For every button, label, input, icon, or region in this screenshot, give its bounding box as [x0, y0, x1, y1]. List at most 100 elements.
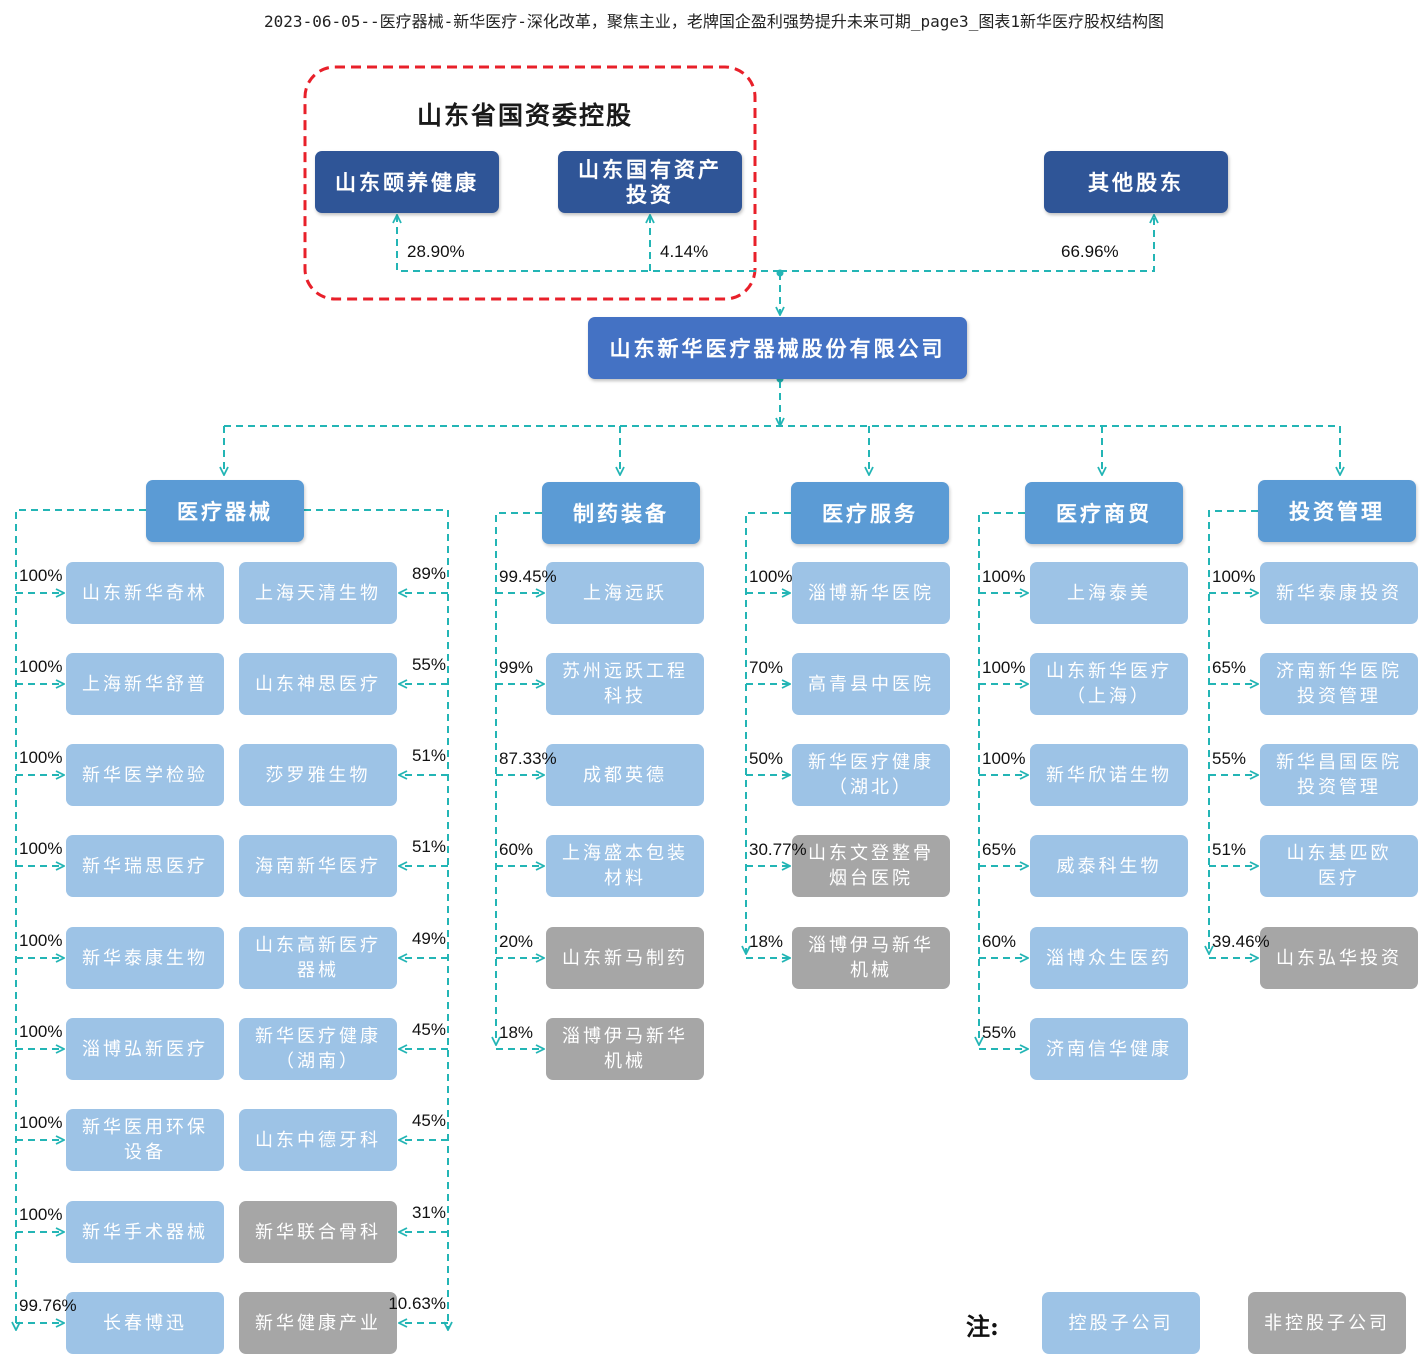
subsidiary-pct: 51%: [411, 837, 446, 856]
subsidiary-pct: 100%: [19, 1022, 63, 1041]
other-shareholder-pct: 66.96%: [1061, 242, 1119, 261]
shareholder-pct-0: 28.90%: [407, 242, 465, 261]
subsidiary-pct: 65%: [982, 840, 1017, 859]
subsidiary-pct: 51%: [411, 746, 446, 765]
subsidiary-pct: 99.45%: [499, 567, 557, 586]
shareholder-connector-0: [397, 215, 780, 272]
subsidiary-pct: 45%: [411, 1111, 446, 1130]
subsidiary-box: 成都英德: [546, 744, 704, 806]
subsidiary-box: 新华医用环保 设备: [66, 1109, 224, 1171]
subsidiary-pct: 100%: [749, 567, 793, 586]
subsidiary-box: 济南信华健康: [1030, 1018, 1188, 1080]
segment-box-2: 医疗服务: [791, 482, 949, 544]
company-box: 山东新华医疗器械股份有限公司: [588, 317, 967, 379]
subsidiary-box: 山东神思医疗: [239, 653, 397, 715]
subsidiary-pct: 89%: [411, 564, 446, 583]
subsidiary-pct: 100%: [19, 748, 63, 767]
subsidiary-box: 淄博新华医院: [792, 562, 950, 624]
subsidiary-box: 新华医疗健康 （湖北）: [792, 744, 950, 806]
subsidiary-pct: 100%: [982, 658, 1026, 677]
subsidiary-pct: 51%: [1212, 840, 1247, 859]
subsidiary-pct: 39.46%: [1212, 932, 1270, 951]
subsidiary-pct: 70%: [749, 658, 784, 677]
subsidiary-pct: 100%: [19, 657, 63, 676]
subsidiary-box: 海南新华医疗: [239, 835, 397, 897]
segment-box-1: 制药装备: [542, 482, 700, 544]
subsidiary-box: 山东高新医疗 器械: [239, 927, 397, 989]
subsidiary-box: 上海新华舒普: [66, 653, 224, 715]
subsidiary-box: 上海泰美: [1030, 562, 1188, 624]
subsidiary-pct: 100%: [19, 566, 63, 585]
subsidiary-pct: 99.76%: [19, 1296, 77, 1315]
subsidiary-box: 新华手术器械: [66, 1201, 224, 1263]
shareholder-pct-1: 4.14%: [660, 242, 709, 261]
subsidiary-pct: 45%: [411, 1020, 446, 1039]
other-shareholder-connector: [780, 215, 1154, 272]
subsidiary-box: 新华医学检验: [66, 744, 224, 806]
segment-box-4: 投资管理: [1258, 480, 1416, 542]
subsidiary-box: 山东文登整骨 烟台医院: [792, 835, 950, 897]
subsidiary-box: 山东中德牙科: [239, 1109, 397, 1171]
subsidiary-pct: 100%: [19, 1205, 63, 1224]
subsidiary-box: 山东新马制药: [546, 927, 704, 989]
subsidiary-box: 长春博迅: [66, 1292, 224, 1354]
segment-box-0: 医疗器械: [146, 480, 304, 542]
segment-4-bracket: [1209, 510, 1258, 954]
subsidiary-box: 高青县中医院: [792, 653, 950, 715]
subsidiary-pct: 100%: [982, 749, 1026, 768]
segment-2-bracket: [746, 512, 791, 954]
subsidiary-box: 上海远跃: [546, 562, 704, 624]
subsidiary-box: 济南新华医院 投资管理: [1260, 653, 1418, 715]
segment-3-bracket: [979, 512, 1025, 1045]
subsidiary-pct: 100%: [19, 931, 63, 950]
subsidiary-box: 山东弘华投资: [1260, 927, 1418, 989]
subsidiary-box: 淄博弘新医疗: [66, 1018, 224, 1080]
subsidiary-box: 山东新华医疗 （上海）: [1030, 653, 1188, 715]
group-title: 山东省国资委控股: [416, 101, 633, 130]
subsidiary-pct: 49%: [411, 929, 446, 948]
state-owned-group-border: [303, 65, 757, 301]
subsidiary-pct: 60%: [499, 840, 534, 859]
subsidiary-box: 新华健康产业: [239, 1292, 397, 1354]
subsidiary-box: 新华昌国医院 投资管理: [1260, 744, 1418, 806]
subsidiary-pct: 18%: [749, 932, 784, 951]
subsidiary-pct: 10.63%: [388, 1294, 446, 1313]
subsidiary-box: 淄博伊马新华 机械: [546, 1018, 704, 1080]
legend-non-controlled: 非控股子公司: [1248, 1292, 1406, 1354]
subsidiary-pct: 30.77%: [749, 840, 807, 859]
subsidiary-pct: 55%: [982, 1023, 1017, 1042]
subsidiary-pct: 18%: [499, 1023, 534, 1042]
subsidiary-box: 上海天清生物: [239, 562, 397, 624]
subsidiary-pct: 50%: [749, 749, 784, 768]
subsidiary-pct: 20%: [499, 932, 534, 951]
segment-0-right-bracket: [304, 509, 448, 1330]
segment-0-left-bracket: [16, 509, 146, 1330]
junction-dot: [776, 269, 784, 277]
subsidiary-box: 淄博伊马新华 机械: [792, 927, 950, 989]
subsidiary-pct: 55%: [411, 655, 446, 674]
subsidiary-box: 新华瑞思医疗: [66, 835, 224, 897]
shareholder-box-1: 山东国有资产 投资: [558, 151, 742, 213]
subsidiary-pct: 99%: [499, 658, 534, 677]
subsidiary-pct: 87.33%: [499, 749, 557, 768]
subsidiary-pct: 60%: [982, 932, 1017, 951]
subsidiary-pct: 55%: [1212, 749, 1247, 768]
segment-1-bracket: [496, 512, 542, 1045]
legend-controlled: 控股子公司: [1042, 1292, 1200, 1354]
subsidiary-pct: 100%: [982, 567, 1026, 586]
subsidiary-box: 山东基匹欧 医疗: [1260, 835, 1418, 897]
page-title: 2023-06-05--医疗器械-新华医疗-深化改革，聚焦主业，老牌国企盈利强势…: [264, 12, 1164, 31]
subsidiary-box: 新华泰康生物: [66, 927, 224, 989]
subsidiary-box: 上海盛本包装 材料: [546, 835, 704, 897]
other-shareholder-box: 其他股东: [1044, 151, 1228, 213]
subsidiary-box: 新华医疗健康 （湖南）: [239, 1018, 397, 1080]
subsidiary-box: 山东新华奇林: [66, 562, 224, 624]
subsidiary-pct: 31%: [411, 1203, 446, 1222]
shareholder-box-0: 山东颐养健康: [315, 151, 499, 213]
subsidiary-box: 苏州远跃工程 科技: [546, 653, 704, 715]
legend-note: 注:: [966, 1312, 999, 1341]
subsidiary-pct: 100%: [1212, 567, 1256, 586]
subsidiary-box: 威泰科生物: [1030, 835, 1188, 897]
segment-box-3: 医疗商贸: [1025, 482, 1183, 544]
